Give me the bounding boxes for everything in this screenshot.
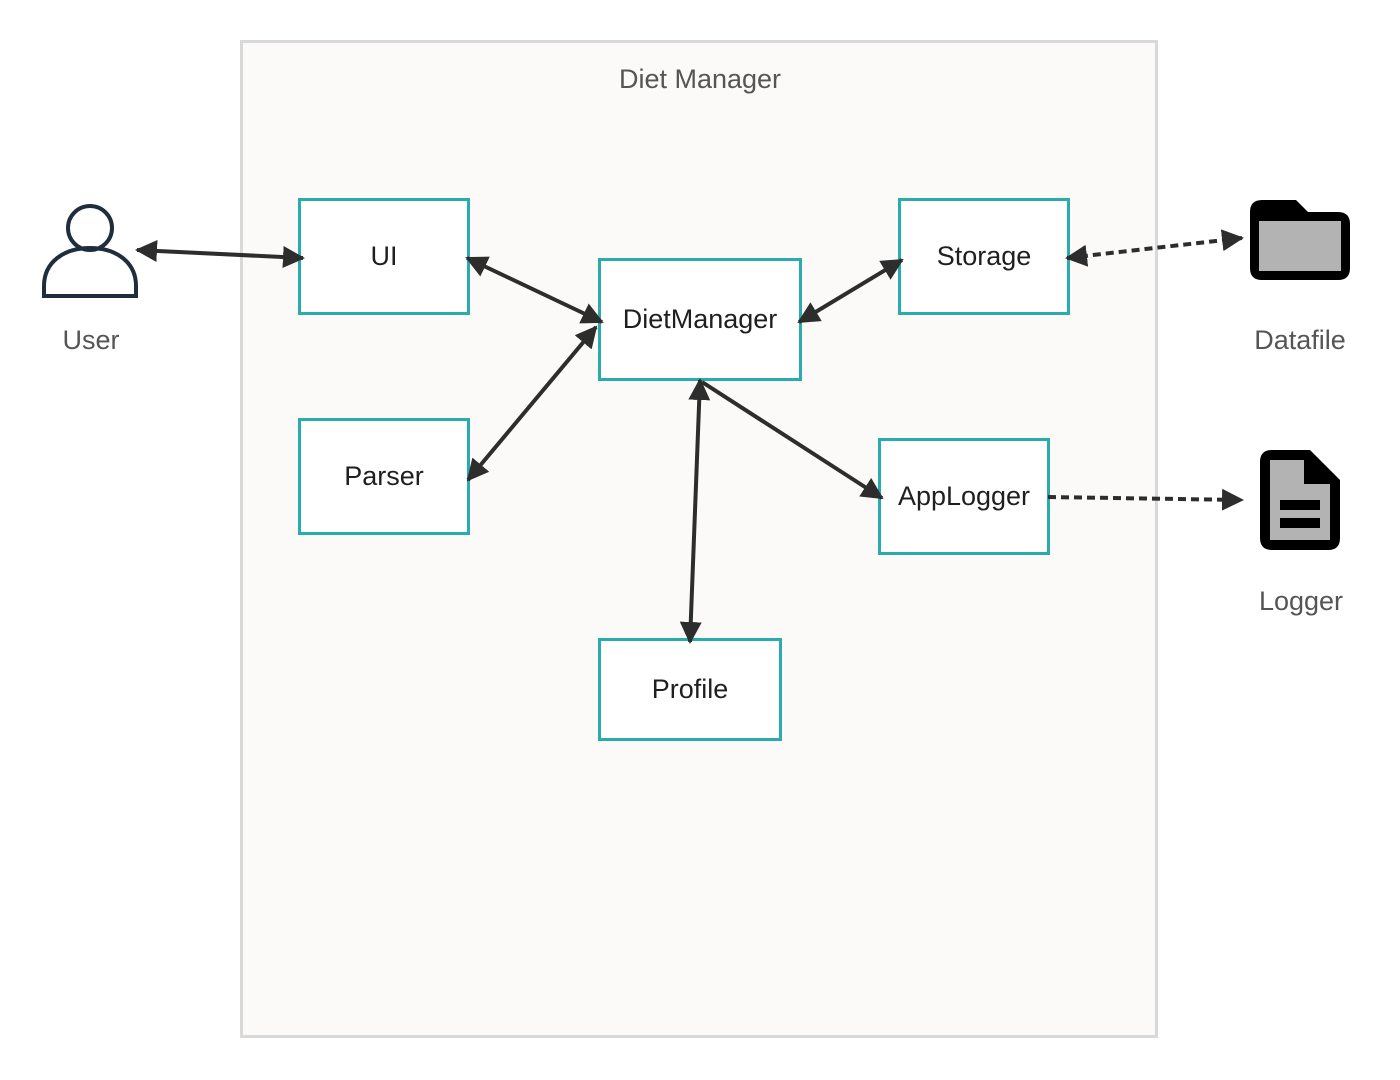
system-title: Diet Manager — [618, 64, 782, 94]
component-storage[interactable]: Storage — [898, 198, 1070, 315]
person-outline-icon — [42, 204, 138, 298]
logger-label: Logger — [1258, 586, 1344, 616]
component-label: Parser — [344, 461, 424, 491]
actor-user-label: User — [62, 325, 120, 355]
component-label: Profile — [651, 674, 729, 704]
component-ui[interactable]: UI — [298, 198, 470, 315]
component-label: AppLogger — [897, 481, 1031, 511]
document-icon — [1260, 450, 1340, 550]
component-label: UI — [370, 241, 398, 271]
component-parser[interactable]: Parser — [298, 418, 470, 535]
folder-icon — [1250, 200, 1350, 280]
component-profile[interactable]: Profile — [598, 638, 782, 741]
datafile-label: Datafile — [1254, 325, 1346, 355]
component-dietmanager[interactable]: DietManager — [598, 258, 802, 381]
component-applogger[interactable]: AppLogger — [878, 438, 1050, 555]
component-label: Storage — [936, 241, 1032, 271]
component-label: DietManager — [622, 304, 778, 334]
